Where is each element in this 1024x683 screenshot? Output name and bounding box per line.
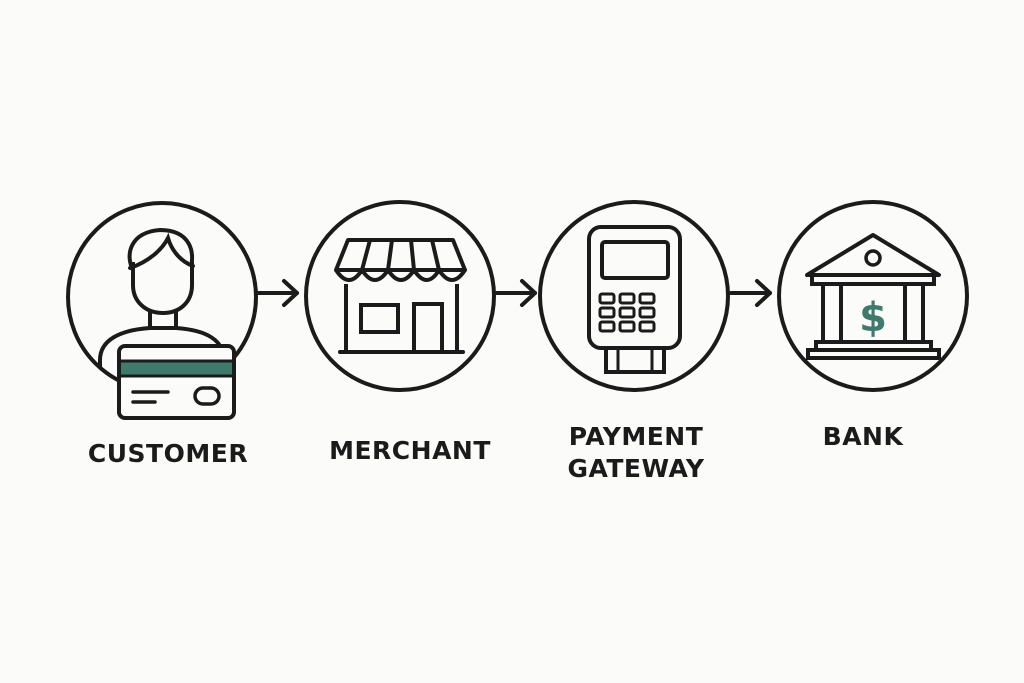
- bank-node: $ BANK: [777, 200, 969, 451]
- gateway-circle: [538, 200, 730, 392]
- bank-label: BANK: [823, 422, 905, 451]
- arrow-gateway-to-bank: [729, 279, 772, 307]
- credit-card-icon: [117, 344, 236, 420]
- merchant-node: MERCHANT: [304, 200, 496, 465]
- arrow-customer-to-merchant: [256, 279, 299, 307]
- arrow-merchant-to-gateway: [494, 279, 537, 307]
- customer-node: CUSTOMER: [66, 201, 258, 468]
- gateway-label-line2: GATEWAY: [567, 454, 704, 483]
- dollar-sign-icon: $: [859, 295, 887, 341]
- customer-label: CUSTOMER: [88, 439, 248, 468]
- gateway-label-line1: PAYMENT: [569, 422, 704, 451]
- merchant-label: MERCHANT: [329, 436, 491, 465]
- payment-terminal-icon: [587, 225, 682, 374]
- gateway-node: PAYMENT GATEWAY: [538, 200, 730, 483]
- merchant-circle: [304, 200, 496, 392]
- bank-circle: [777, 200, 969, 392]
- storefront-icon: [334, 238, 467, 354]
- bank-icon: [805, 233, 941, 360]
